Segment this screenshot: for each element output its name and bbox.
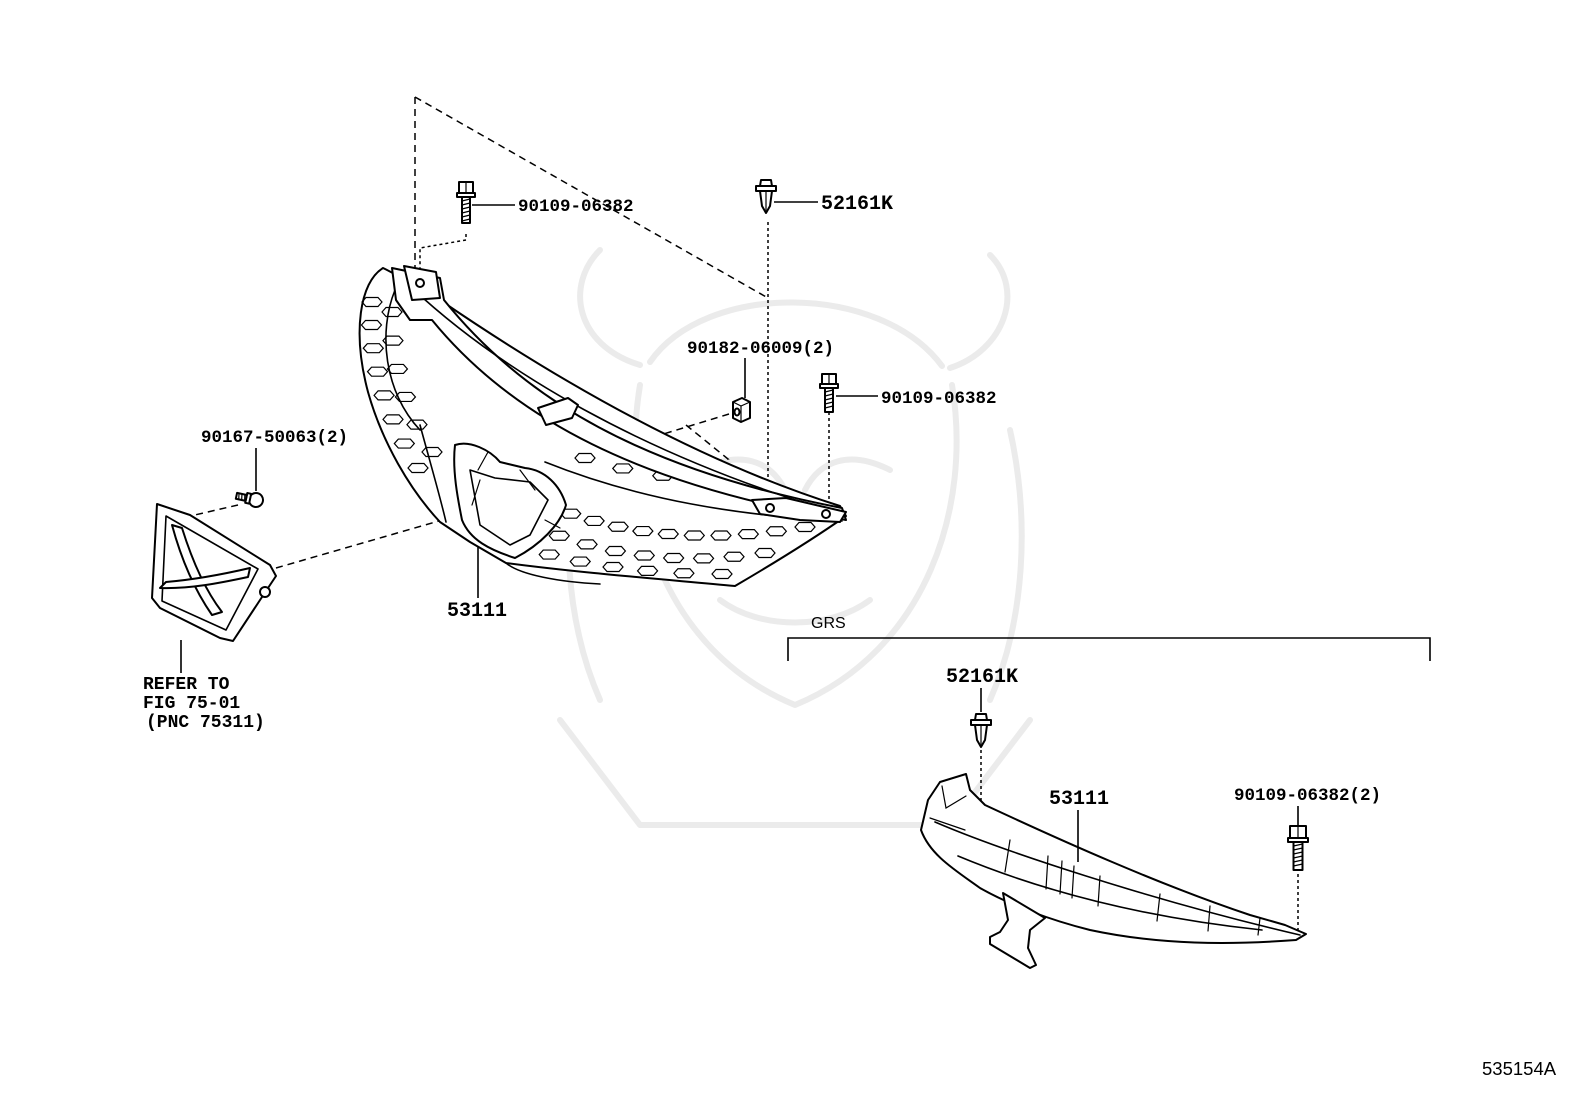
grs-clip bbox=[970, 713, 992, 748]
honeycomb-cell bbox=[548, 530, 571, 541]
installation-guide-lines bbox=[185, 96, 830, 569]
honeycomb-cell bbox=[723, 551, 745, 562]
honeycomb-cell bbox=[737, 529, 760, 540]
honeycomb-cell bbox=[794, 521, 816, 533]
honeycomb-cell bbox=[632, 525, 654, 537]
honeycomb-cell bbox=[633, 550, 656, 561]
honeycomb-cell bbox=[711, 568, 733, 580]
honeycomb-cell bbox=[361, 296, 383, 308]
bar-center-tab bbox=[537, 397, 579, 426]
honeycomb-cell bbox=[662, 552, 685, 564]
callout-emblem-bolt: 90167-50063(2) bbox=[201, 428, 348, 448]
honeycomb-cell bbox=[538, 549, 561, 560]
honeycomb-cell bbox=[366, 366, 389, 377]
honeycomb-cell bbox=[382, 414, 404, 425]
honeycomb-cell bbox=[673, 568, 695, 579]
honeycomb-cell bbox=[692, 553, 715, 564]
right-bolt bbox=[819, 373, 839, 413]
callout-grs-bolt: 90109-06382(2) bbox=[1234, 786, 1381, 806]
honeycomb-cell bbox=[382, 335, 404, 346]
callout-upper-bolt: 90109-06382 bbox=[518, 197, 634, 217]
honeycomb-cell bbox=[576, 539, 598, 550]
honeycomb-cell bbox=[406, 419, 428, 430]
grs-bolt bbox=[1287, 825, 1309, 871]
honeycomb-cell bbox=[710, 530, 732, 541]
honeycomb-cell bbox=[407, 462, 429, 474]
grs-grille-support bbox=[920, 773, 1307, 969]
honeycomb-cell bbox=[393, 438, 416, 449]
upper-clip bbox=[755, 179, 777, 214]
nut bbox=[732, 397, 751, 423]
upper-bolt bbox=[456, 181, 476, 224]
honeycomb-cell bbox=[360, 319, 383, 331]
reference-line-3: (PNC 75311) bbox=[146, 713, 265, 733]
honeycomb-cell bbox=[602, 561, 624, 573]
callout-grille: 53111 bbox=[447, 600, 507, 623]
honeycomb-cell bbox=[373, 390, 395, 401]
honeycomb-cell bbox=[394, 391, 417, 403]
callout-nut: 90182-06009(2) bbox=[687, 339, 834, 359]
reference-line-2: FIG 75-01 bbox=[143, 694, 240, 714]
reference-line-1: REFER TO bbox=[143, 675, 230, 695]
honeycomb-cell bbox=[765, 526, 788, 537]
callout-grs-clip: 52161K bbox=[946, 666, 1018, 689]
honeycomb-cell bbox=[421, 446, 443, 458]
honeycomb-cell bbox=[683, 530, 706, 541]
honeycomb-cell bbox=[604, 545, 627, 557]
honeycomb-cell bbox=[569, 556, 592, 567]
illustration-id: 535154A bbox=[1482, 1058, 1557, 1079]
honeycomb-cell bbox=[386, 363, 409, 375]
honeycomb-cell bbox=[754, 547, 776, 559]
grs-group-label: GRS bbox=[811, 615, 846, 632]
callout-grs-support: 53111 bbox=[1049, 788, 1109, 811]
honeycomb-cell bbox=[362, 343, 385, 354]
honeycomb-cell bbox=[636, 565, 659, 576]
honeycomb-cell bbox=[381, 306, 403, 318]
honeycomb-cell bbox=[583, 515, 605, 527]
honeycomb-cell bbox=[611, 463, 634, 474]
emblem-bolt bbox=[234, 491, 264, 508]
honeycomb-cell bbox=[607, 521, 629, 532]
callout-upper-clip: 52161K bbox=[821, 193, 893, 216]
honeycomb-cell bbox=[657, 528, 680, 540]
radiator-grille bbox=[358, 265, 847, 587]
grs-group-bracket bbox=[787, 637, 1431, 661]
emblem-opening bbox=[453, 442, 567, 559]
front-emblem bbox=[151, 503, 277, 642]
callout-right-bolt: 90109-06382 bbox=[881, 389, 997, 409]
honeycomb-cell bbox=[574, 452, 596, 464]
